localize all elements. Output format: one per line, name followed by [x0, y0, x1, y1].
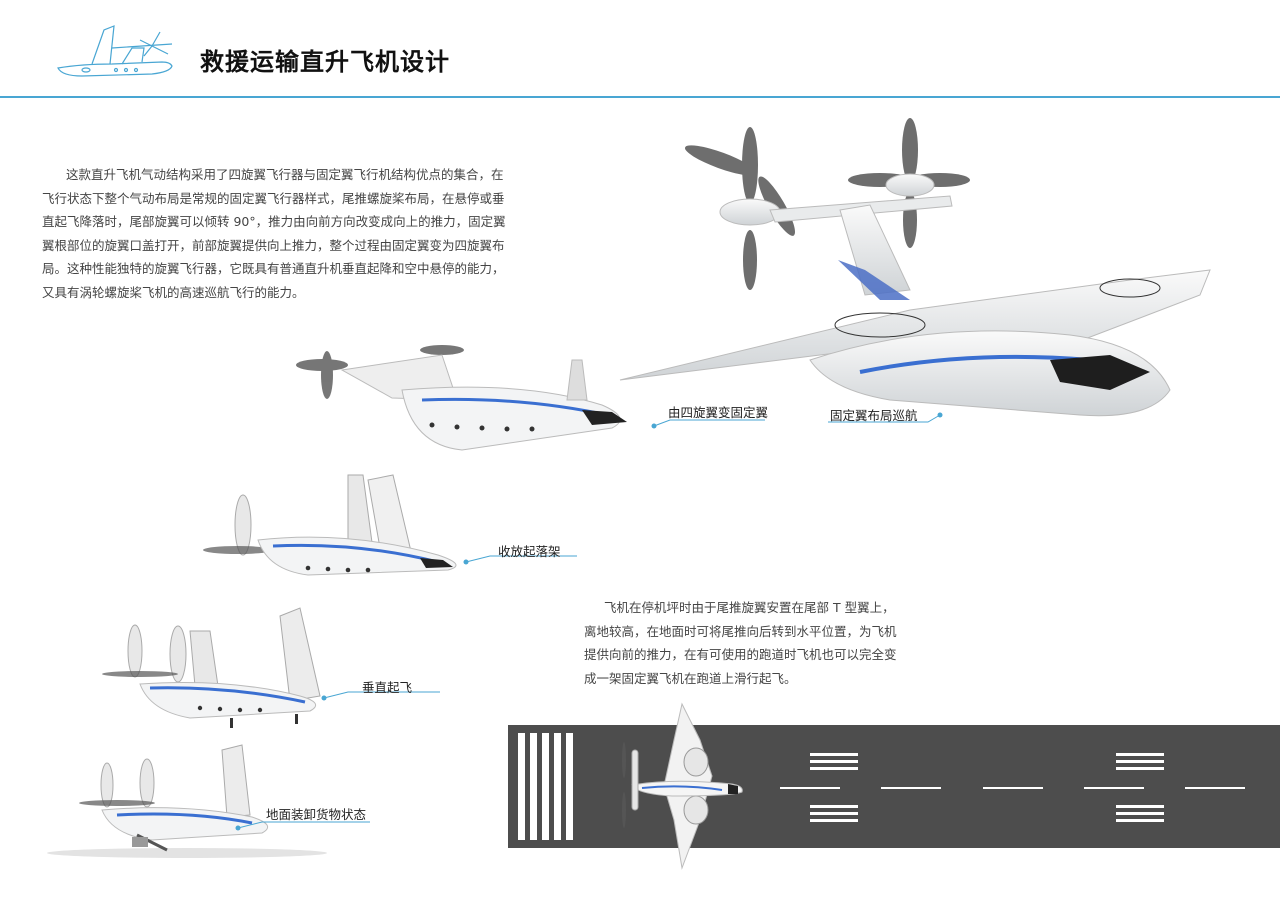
header-divider: [0, 96, 1280, 98]
topdown-aircraft-illustration: [622, 702, 743, 870]
intro-line: 局。这种性能独特的旋翼飞行器，它既具有普通直升机垂直起降和空中悬停的能力，: [42, 261, 505, 276]
intro-line: 这款直升飞机气动结构采用了四旋翼飞行器与固定翼飞行机结构优点的集合，在: [66, 167, 504, 182]
transition-aircraft-illustration: [296, 345, 627, 451]
vertical-takeoff-aircraft-illustration: [102, 607, 321, 728]
callout-line-vertical-takeoff: [321, 691, 440, 701]
intro-line: 飞行状态下整个气动布局是常规的固定翼飞行器样式，尾推螺旋桨布局，在悬停或垂: [42, 190, 505, 206]
callout-line-ground-loading: [235, 821, 370, 831]
runway-line: 离地较高，在地面时可将尾推向后转到水平位置，为飞机: [584, 623, 897, 639]
landing-gear-aircraft-illustration: [203, 474, 457, 576]
callout-fixed-wing-cruise: 固定翼布局巡航: [830, 408, 918, 423]
runway-line: 飞机在停机坪时由于尾推旋翼安置在尾部 T 型翼上，: [604, 600, 895, 615]
ground-loading-aircraft-illustration: [47, 744, 327, 858]
callout-vertical-takeoff: 垂直起飞: [362, 680, 413, 695]
intro-line: 又具有涡轮螺旋桨飞机的高速巡航飞行的能力。: [42, 284, 305, 300]
callout-ground-loading: 地面装卸货物状态: [266, 807, 367, 822]
runway-line: 成一架固定翼飞机在跑道上滑行起飞。: [584, 670, 797, 686]
callout-transition: 由四旋翼变固定翼: [668, 405, 769, 420]
intro-line: 直起飞降落时，尾部旋翼可以倾转 90°，推力由向前方向改变成向上的推力，固定翼: [42, 214, 506, 229]
callout-line-fixed-wing: [828, 412, 943, 423]
intro-line: 翼根部位的旋翼口盖打开，前部旋翼提供向上推力，整个过程由固定翼变为四旋翼布: [42, 237, 505, 253]
runway-markings: [518, 733, 1245, 840]
intro-paragraph: 这款直升飞机气动结构采用了四旋翼飞行器与固定翼飞行机结构优点的集合，在 飞行状态…: [42, 163, 522, 304]
page-title: 救援运输直升飞机设计: [200, 48, 450, 76]
callout-line-landing-gear: [463, 555, 577, 565]
runway-line: 提供向前的推力，在有可使用的跑道时飞机也可以完全变: [584, 647, 897, 662]
callout-line-transition: [651, 419, 765, 429]
runway-paragraph: 飞机在停机坪时由于尾推旋翼安置在尾部 T 型翼上， 离地较高，在地面时可将尾推向…: [584, 596, 914, 690]
callout-landing-gear: 收放起落架: [498, 544, 561, 559]
aircraft-sketch-logo-icon: [57, 25, 173, 77]
fixed-wing-cruise-aircraft-illustration: [619, 118, 1211, 417]
